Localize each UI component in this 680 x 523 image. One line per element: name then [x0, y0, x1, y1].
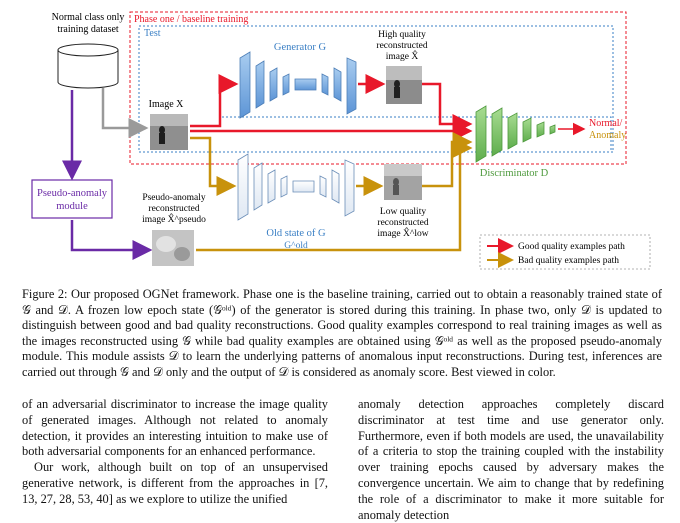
low-quality-label-line2: reconstructed	[377, 218, 428, 228]
dataset-label-line1: Normal class only	[52, 12, 125, 23]
high-quality-label-line3: image X̂	[386, 49, 419, 62]
output-normal-label: Normal/	[589, 118, 623, 129]
dataset-label-line2: training dataset	[57, 24, 119, 35]
test-box	[138, 25, 614, 153]
discriminator-label: Discriminator D	[480, 168, 549, 179]
image-x-label: Image X	[149, 99, 184, 110]
old-generator-box	[222, 116, 612, 152]
low-quality-thumbnail	[384, 164, 422, 200]
figure-caption: Figure 2: Our proposed OGNet framework. …	[22, 287, 662, 379]
low-quality-label-line3: image X̂^low	[377, 226, 428, 239]
pseudo-module-label-line2: module	[56, 201, 88, 212]
pseudo-image-label-line1: Pseudo-anomaly	[142, 193, 206, 203]
pseudo-image-label-line3: image X̂^pseudo	[142, 212, 206, 225]
dataset-cylinder	[57, 43, 119, 89]
legend-good-label: Good quality examples path	[518, 242, 625, 252]
image-to-generator-arrow	[190, 74, 239, 128]
high-quality-label-line1: High quality	[378, 30, 426, 40]
image-x-thumbnail	[150, 114, 188, 150]
pseudo-anomaly-thumbnail	[152, 230, 194, 266]
discriminator-network	[475, 105, 556, 163]
left-paragraph-2: Our work, although built on top of an un…	[22, 460, 328, 506]
test-label: Test	[144, 28, 161, 39]
dataset-to-image-arrow	[101, 88, 149, 138]
right-paragraph-1: anomaly detection approaches completely …	[358, 397, 664, 522]
old-generator-label-line2: G^old	[284, 241, 308, 251]
generator-network	[239, 51, 357, 119]
pseudo-anomaly-module-box	[31, 179, 113, 219]
image-to-old-generator-arrow	[190, 136, 237, 196]
generator-label: Generator G	[274, 42, 327, 53]
left-paragraph-1: of an adversarial discriminator to incre…	[22, 397, 328, 459]
legend-bad-label: Bad quality examples path	[518, 256, 619, 266]
pseudo-to-discriminator-arrow	[196, 138, 473, 252]
phase-one-box	[129, 11, 627, 165]
old-generator-label-line1: Old state of G	[266, 228, 326, 239]
pseudo-module-to-image-arrow	[70, 220, 153, 260]
high-quality-label-line2: reconstructed	[376, 41, 427, 51]
pseudo-module-label-line1: Pseudo-anomaly	[37, 188, 108, 199]
low-quality-label-line1: Low quality	[380, 207, 426, 217]
body-right-column: anomaly detection approaches completely …	[358, 397, 664, 523]
phase-one-label: Phase one / baseline training	[134, 14, 248, 25]
high-quality-thumbnail	[386, 66, 422, 104]
high-quality-to-discriminator-arrow	[422, 82, 473, 134]
body-left-column: of an adversarial discriminator to incre…	[22, 397, 328, 508]
ognet-framework-figure: Phase one / baseline training Test Norma…	[31, 11, 651, 270]
old-generator-network	[237, 153, 355, 221]
pseudo-image-label-line2: reconstructed	[148, 204, 199, 214]
output-anomaly-label: Anomaly	[589, 130, 626, 141]
